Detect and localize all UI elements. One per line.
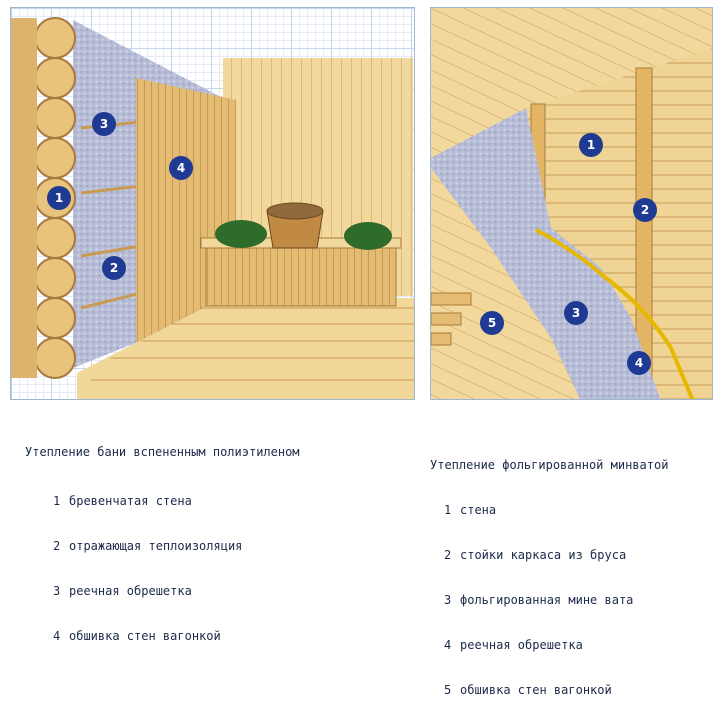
marker-1-label: 1 [587,138,595,152]
wall-cladding [431,168,581,399]
marker-3-label: 3 [100,117,108,131]
wood-batten [535,228,695,399]
marker-2: 2 [633,198,657,222]
left-diagram-illustration: 3 4 1 2 [11,17,414,399]
bench [205,245,397,307]
marker-2-label: 2 [110,261,118,275]
marker-2: 2 [102,256,126,280]
marker-4: 4 [169,156,193,180]
marker-1: 1 [47,186,71,210]
birch-whisk-right [344,222,392,250]
sauna-steps [431,292,472,346]
marker-3: 3 [92,112,116,136]
marker-2-label: 2 [641,203,649,217]
marker-1: 1 [579,133,603,157]
marker-4-label: 4 [177,161,185,175]
right-caption-title: Утепление фольгированной минватой [430,458,669,472]
floor-lines [91,307,414,381]
floor-boards [77,298,414,399]
marker-5: 5 [480,311,504,335]
marker-4-label: 4 [635,356,643,370]
marker-4: 4 [627,351,651,375]
left-caption-title: Утепление бани вспененным полиэтиленом [25,445,300,459]
log-wall [11,17,76,379]
marker-3-label: 3 [572,306,580,320]
marker-5-label: 5 [488,316,496,330]
birch-whisk-left [215,220,267,248]
left-diagram-panel: 3 4 1 2 [10,7,415,400]
right-diagram-illustration: 1 2 3 4 5 [431,8,712,399]
marker-3: 3 [564,301,588,325]
marker-1-label: 1 [55,191,63,205]
left-caption: Утепление бани вспененным полиэтиленом 1… [25,415,300,659]
right-diagram-panel: 1 2 3 4 5 [430,7,713,400]
